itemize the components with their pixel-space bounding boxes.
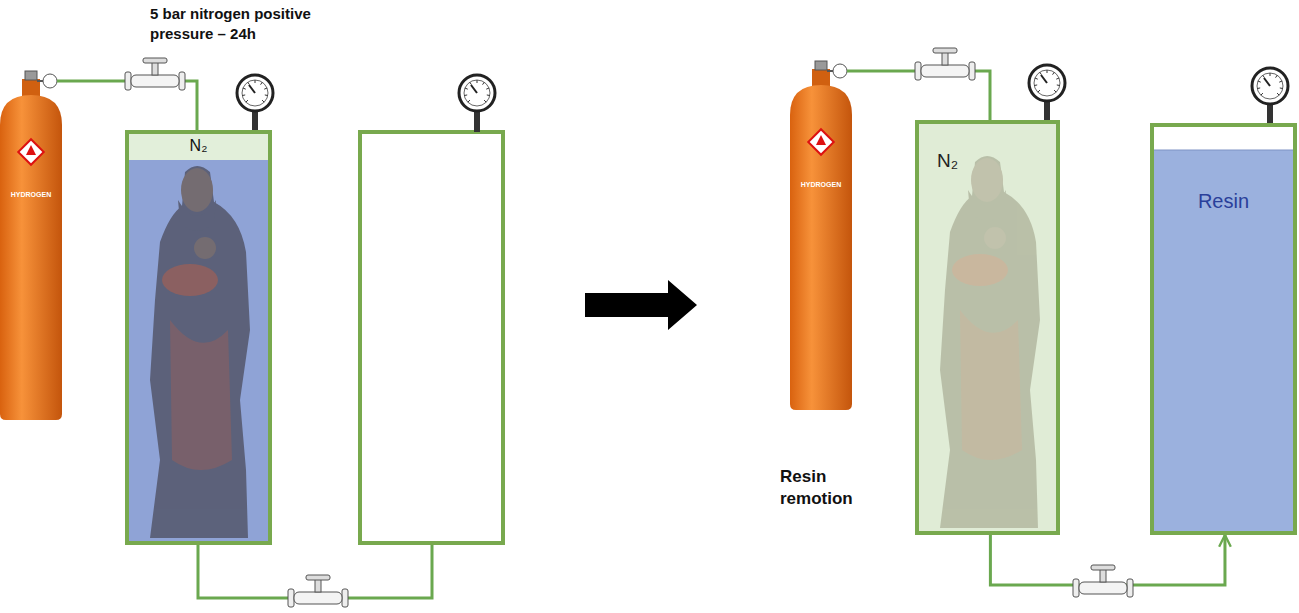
vessel-box: N₂: [915, 120, 1060, 535]
gas-cylinder: [0, 71, 62, 420]
note-text: 5 bar nitrogen positive pressure – 24h: [150, 4, 350, 43]
transfer-pipe: [990, 535, 1225, 585]
vessel-label: N₂: [129, 136, 268, 155]
pressure-gauge: [1252, 68, 1288, 123]
cylinder-label: HYDROGEN: [794, 180, 848, 189]
gas-cylinder: [790, 61, 852, 410]
pressure-gauge: [459, 75, 495, 132]
vessel-box: Resin: [1150, 123, 1297, 535]
nitrogen-fill: [917, 122, 1058, 533]
resin-level: [1152, 150, 1295, 151]
step-label: Resin remotion: [780, 466, 880, 510]
valve-symbol: [1073, 565, 1133, 597]
pressure-gauge: [1029, 65, 1065, 120]
vessel-label: N₂: [937, 150, 997, 173]
resin-fill: [127, 160, 270, 543]
process-arrow: [585, 280, 697, 330]
resin-fill: [1152, 150, 1295, 533]
vessel-label: Resin: [1154, 189, 1293, 213]
valve-symbol: [125, 58, 185, 90]
transfer-pipe: [198, 545, 432, 598]
statue-figure: [940, 156, 1040, 528]
pressure-gauge: [237, 75, 273, 130]
nitrogen-band: [127, 132, 270, 160]
statue-figure: [150, 166, 250, 538]
valve-symbol: [915, 48, 975, 80]
cylinder-label: HYDROGEN: [4, 190, 58, 199]
valve-symbol: [288, 575, 348, 607]
empty-vessel: [360, 132, 503, 543]
vessel-box: N₂: [125, 130, 272, 545]
